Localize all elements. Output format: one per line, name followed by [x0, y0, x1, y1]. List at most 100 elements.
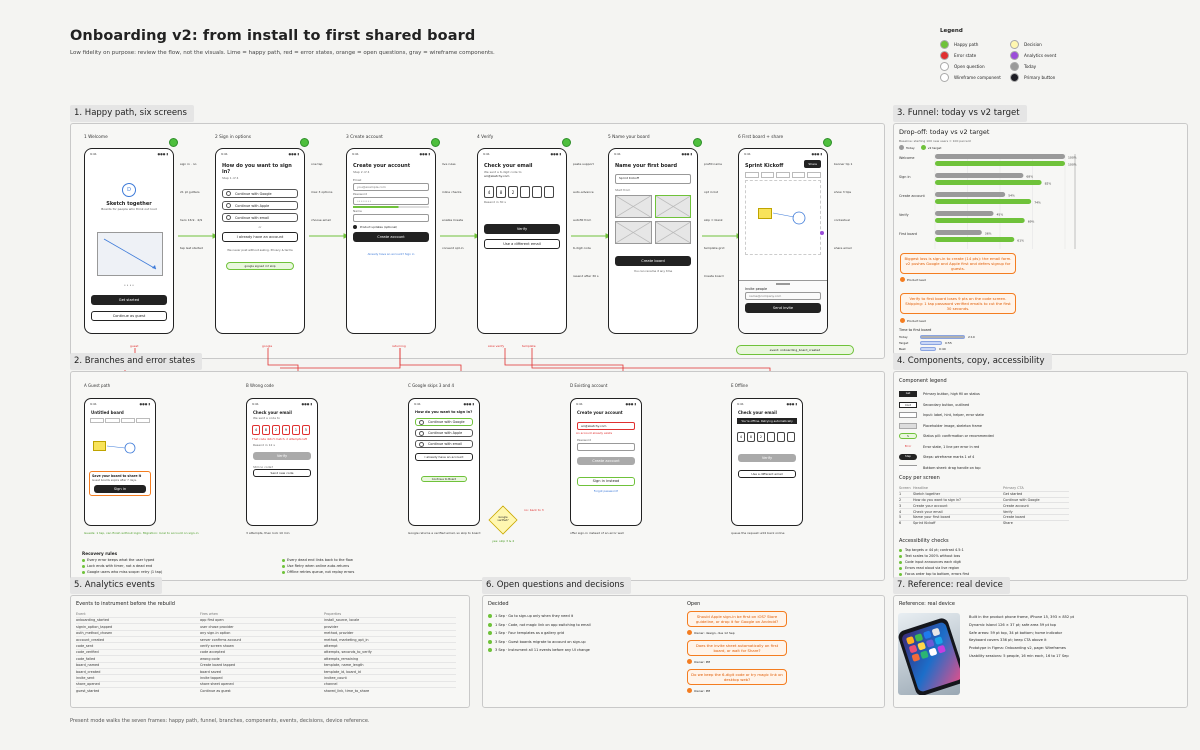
- email-input[interactable]: you@example.com: [353, 183, 429, 191]
- analytics-frame[interactable]: [70, 595, 470, 708]
- strength-bar: [353, 206, 429, 208]
- template-tile[interactable]: [615, 221, 652, 244]
- sign-in-instead-button[interactable]: Sign in instead: [577, 477, 635, 486]
- email-input-error[interactable]: ari@sketchy.com: [577, 422, 635, 430]
- code-digit[interactable]: [777, 432, 785, 442]
- decisions-frame[interactable]: [482, 595, 885, 708]
- time-label: Today: [899, 335, 908, 339]
- funnel-step-label: Sign in: [899, 175, 911, 179]
- code-digit[interactable]: 2: [757, 432, 765, 442]
- open-question-owner: Owner: PM: [687, 659, 807, 664]
- signin-option[interactable]: Continue with Google: [222, 189, 298, 198]
- create-account-button[interactable]: Create account: [577, 457, 635, 465]
- verify-button[interactable]: Verify: [738, 454, 796, 462]
- share-button[interactable]: Share: [804, 160, 821, 168]
- password-input[interactable]: ••••••••: [353, 197, 429, 205]
- value-label-target: 82%: [1045, 182, 1052, 186]
- signin-link[interactable]: Already have an account? Sign in: [367, 252, 415, 256]
- guest-signin-button[interactable]: Sign in: [94, 485, 146, 493]
- different-email-button[interactable]: Use a different email: [738, 470, 796, 478]
- legend-label: Analytics event: [1024, 53, 1057, 58]
- open-question-note[interactable]: Does the invite sheet automatically on f…: [687, 640, 787, 656]
- decision-yes: yes: skip 3 & 4: [492, 539, 515, 543]
- legend-swatch: [940, 73, 949, 82]
- signin-option[interactable]: Continue with Apple: [222, 201, 298, 210]
- branch-phone-frame[interactable]: 9:41●●● ▮How do you want to sign in?Cont…: [408, 398, 480, 526]
- screen-note: share email: [834, 246, 852, 250]
- phone-frame[interactable]: 9:41●●● ▮How do you want to sign in?Step…: [215, 148, 305, 334]
- get-started-button[interactable]: Get started: [91, 295, 167, 305]
- create-board-button[interactable]: Create board: [615, 256, 691, 266]
- verify-button[interactable]: Verify: [484, 224, 560, 234]
- existing-account-button[interactable]: I already have an account: [415, 453, 473, 461]
- board-name-input[interactable]: Sprint Kickoff: [615, 174, 691, 184]
- send-new-code-button[interactable]: Send new code: [253, 469, 311, 477]
- code-digit[interactable]: [520, 186, 530, 198]
- code-digit-error[interactable]: 1: [292, 425, 300, 435]
- code-digit[interactable]: 8: [496, 186, 506, 198]
- template-tile[interactable]: [654, 221, 691, 244]
- component-row: Bottom sheet: drag handle on top: [899, 463, 1079, 474]
- component-desc: Steps: wireframe marks 1 of 4: [923, 455, 975, 460]
- signin-option[interactable]: Continue with Apple: [415, 429, 473, 437]
- open-list: Should Apple sign-in be first on iOS? St…: [687, 611, 807, 698]
- verify-button[interactable]: Verify: [253, 452, 311, 460]
- signin-option[interactable]: Continue with email: [415, 440, 473, 448]
- consent-check[interactable]: Product updates (optional): [353, 225, 429, 229]
- components-frame[interactable]: [893, 371, 1188, 581]
- different-email-button[interactable]: Use a different email: [484, 239, 560, 249]
- status-bar: 9:41●●● ▮: [744, 152, 822, 156]
- name-input[interactable]: [353, 214, 429, 222]
- invite-email-input[interactable]: name@company.com: [745, 291, 821, 300]
- signin-option[interactable]: Continue with Google: [415, 418, 473, 426]
- password-input[interactable]: [577, 443, 635, 451]
- screen-title: Create your account: [353, 163, 411, 169]
- code-digit-error[interactable]: 2: [272, 425, 280, 435]
- funnel-step-label: Welcome: [899, 156, 915, 160]
- recovery-title: Recovery rules: [82, 551, 118, 556]
- code-digit-error[interactable]: 4: [252, 425, 260, 435]
- name-label: Name: [353, 209, 362, 213]
- continue-guest-button[interactable]: Continue as guest: [91, 311, 167, 321]
- legend-label: Wireframe component: [954, 75, 1001, 80]
- code-digit[interactable]: [787, 432, 795, 442]
- create-account-button[interactable]: Create account: [353, 232, 429, 242]
- open-question-note[interactable]: Do we keep the 6-digit code or try magic…: [687, 669, 787, 685]
- open-question-note[interactable]: Should Apple sign-in be first on iOS? St…: [687, 611, 787, 627]
- code-digit[interactable]: [532, 186, 542, 198]
- decision-no: no: back to 3: [524, 508, 544, 512]
- code-digit[interactable]: [767, 432, 775, 442]
- code-digit[interactable]: 2: [508, 186, 518, 198]
- code-digit[interactable]: 4: [484, 186, 494, 198]
- screen-note: tap Get started: [180, 246, 203, 250]
- events-cell: method, provider: [324, 631, 354, 636]
- a11y-text: Code input announces each digit: [905, 560, 961, 564]
- forgot-link[interactable]: Forgot password?: [593, 489, 619, 493]
- copy-cell: 3: [899, 503, 902, 508]
- code-digit-error[interactable]: 5: [302, 425, 310, 435]
- existing-account-button[interactable]: I already have an account: [222, 232, 298, 242]
- code-digit-error[interactable]: 8: [262, 425, 270, 435]
- code-digit[interactable]: 4: [737, 432, 745, 442]
- template-tile[interactable]: [615, 195, 652, 218]
- step-text: Step 2 of 4: [353, 170, 370, 174]
- template-tile[interactable]: [654, 195, 691, 218]
- code-digit[interactable]: [544, 186, 554, 198]
- send-invite-button[interactable]: Send invite: [745, 302, 821, 313]
- signin-option[interactable]: Continue with email: [222, 213, 298, 222]
- reference-line: Keyboard covers 336 pt; keep CTA above i…: [969, 638, 1047, 643]
- code-digit[interactable]: 8: [747, 432, 755, 442]
- code-digit-error[interactable]: 9: [282, 425, 290, 435]
